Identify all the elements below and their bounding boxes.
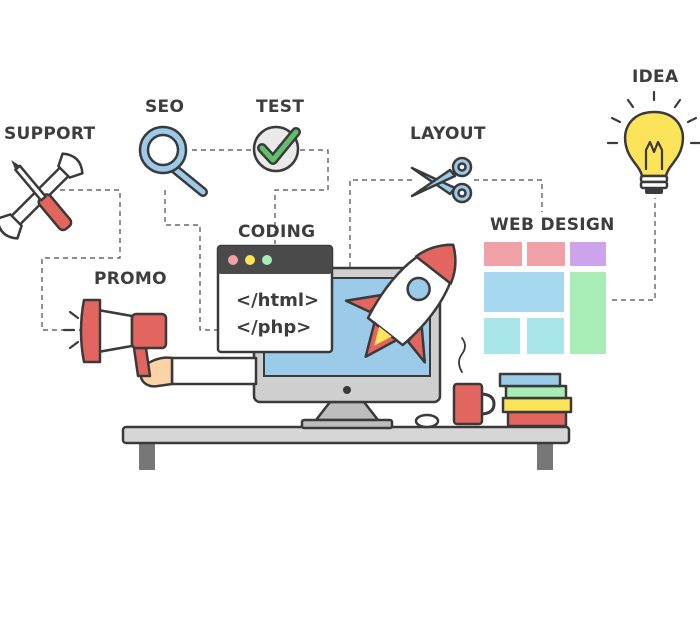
- checkmark-icon: [252, 125, 301, 173]
- code-line-html: </html>: [236, 290, 319, 311]
- desk: [121, 425, 571, 470]
- mouse-icon: [414, 413, 440, 429]
- rocket-icon: [344, 243, 457, 364]
- code-line-php: </php>: [236, 317, 311, 338]
- label-web-design: WEB DESIGN: [490, 215, 615, 235]
- magnifier-icon: [138, 125, 208, 197]
- connector-lines: [41, 149, 656, 331]
- label-promo: PROMO: [94, 269, 167, 289]
- books-icon: [498, 372, 573, 428]
- scissors-icon: [410, 156, 473, 204]
- label-test: TEST: [256, 97, 304, 117]
- megaphone-icon: [62, 298, 168, 378]
- code-window: </html> </php>: [216, 244, 334, 354]
- lightbulb-icon: [606, 90, 700, 194]
- label-seo: SEO: [145, 97, 184, 117]
- label-support: SUPPORT: [4, 124, 96, 144]
- label-coding: CODING: [238, 222, 315, 242]
- label-layout: LAYOUT: [410, 124, 486, 144]
- web-design-grid: [484, 242, 606, 354]
- window-dot-green: [262, 255, 272, 265]
- coffee-mug-icon: [452, 337, 496, 426]
- arm-hand: [139, 356, 258, 388]
- window-dot-yellow: [245, 255, 255, 265]
- window-dot-red: [228, 255, 238, 265]
- wrench-screwdriver-icon: [0, 152, 84, 240]
- label-idea: IDEA: [632, 67, 679, 87]
